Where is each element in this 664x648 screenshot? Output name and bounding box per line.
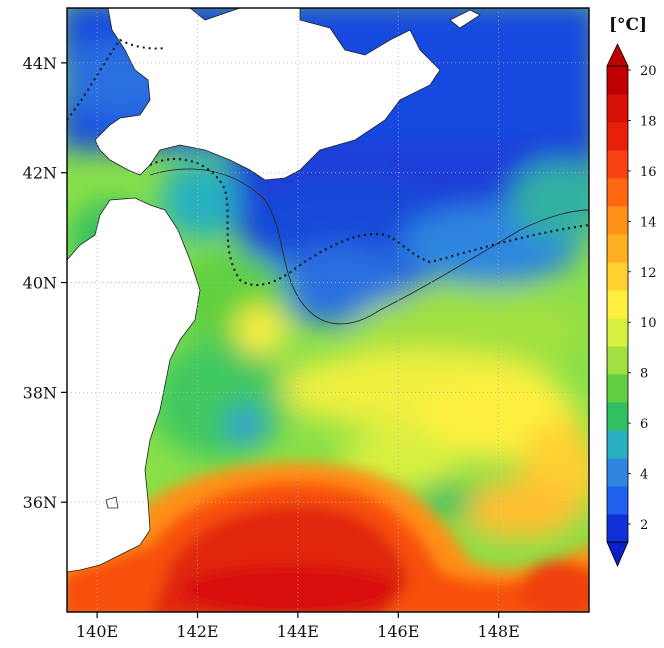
colorbar-segment: [607, 94, 628, 123]
colorbar-segment: [607, 290, 628, 319]
colorbar-segment: [607, 430, 628, 459]
map-frame: [66, 7, 590, 613]
colorbar-label: 12: [640, 266, 657, 281]
colorbar-label: 14: [640, 215, 657, 230]
latitude-axis: 44N 42N 40N 38N 36N: [23, 54, 67, 512]
colorbar-segment: [607, 66, 628, 95]
colorbar-segment: [607, 318, 628, 347]
colorbar-segment: [607, 374, 628, 403]
lat-tick-label: 38N: [23, 383, 57, 402]
colorbar-max-arrow: [606, 43, 629, 67]
land: [67, 8, 481, 573]
colorbar-segment: [607, 150, 628, 179]
colorbar-segment: [607, 178, 628, 207]
lon-tick-label: 142E: [176, 622, 218, 641]
colorbar-label: 16: [640, 165, 657, 180]
lon-tick-label: 140E: [76, 622, 118, 641]
field-warm: [67, 462, 589, 612]
colorbar: [°C] 2 4 6 8 10 12 14 16 18 20: [606, 15, 657, 567]
colorbar-segment: [607, 346, 628, 375]
temperature-field: [67, 8, 589, 612]
colorbar-label: 20: [640, 64, 657, 79]
colorbar-label: 2: [640, 518, 648, 533]
colorbar-label: 4: [640, 468, 648, 483]
colorbar-segment: [607, 458, 628, 487]
land-honshu: [67, 197, 201, 573]
colorbar-segment: [607, 262, 628, 291]
colorbar-segment: [607, 234, 628, 263]
colorbar-min-arrow: [606, 541, 629, 567]
colorbar-segment: [607, 514, 628, 543]
land-hokkaido: [94, 8, 441, 181]
lat-tick-label: 36N: [23, 493, 57, 512]
colorbar-label: 6: [640, 417, 648, 432]
gridlines: [67, 8, 589, 612]
colorbar-segment: [607, 122, 628, 151]
colorbar-unit: [°C]: [609, 15, 647, 35]
colorbar-label: 18: [640, 114, 657, 129]
lon-tick-label: 148E: [478, 622, 520, 641]
colorbar-segment: [607, 206, 628, 235]
lon-tick-label: 146E: [377, 622, 419, 641]
lat-tick-label: 44N: [23, 54, 57, 73]
land-kuril: [449, 9, 481, 29]
lat-tick-label: 42N: [23, 164, 57, 183]
contour-line: [149, 168, 589, 325]
colorbar-frame: [606, 65, 629, 543]
colorbar-label: 8: [640, 367, 648, 382]
field-blobs: [67, 8, 589, 540]
lat-tick-label: 40N: [23, 274, 57, 293]
colorbar-segment: [607, 486, 628, 515]
colorbar-segment: [607, 402, 628, 431]
front-line-main: [149, 158, 589, 286]
longitude-axis: 140E 142E 144E 146E 148E: [76, 612, 520, 641]
colorbar-label: 10: [640, 316, 657, 331]
lon-tick-label: 144E: [277, 622, 319, 641]
